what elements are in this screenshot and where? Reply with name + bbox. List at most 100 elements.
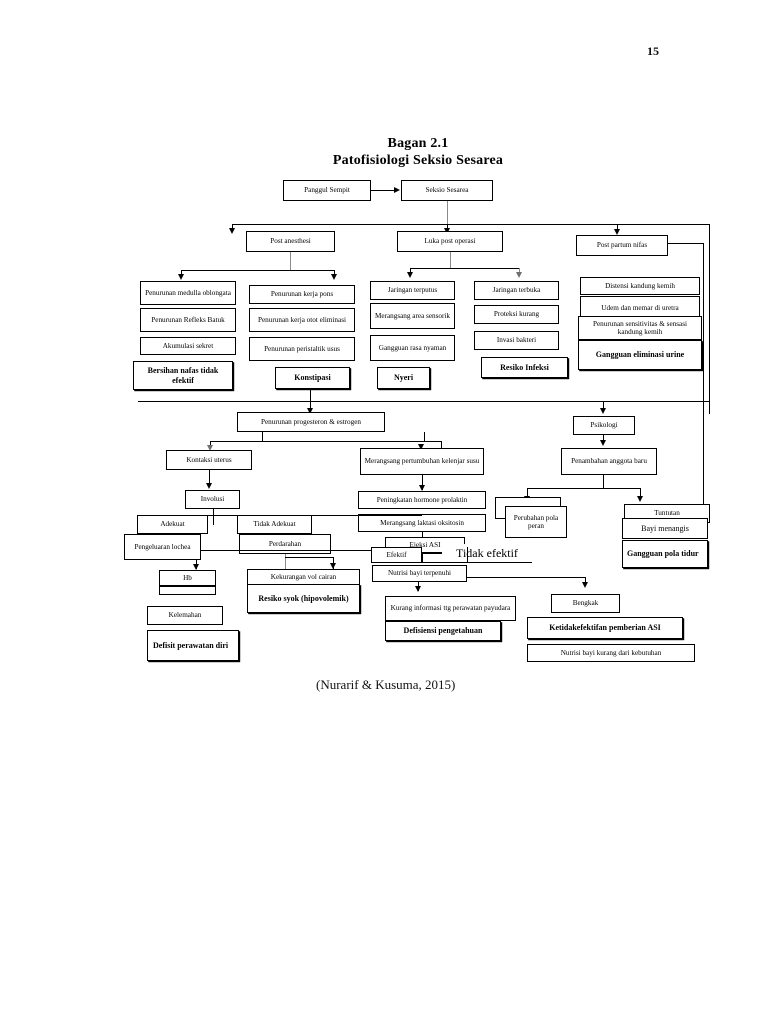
node-bersihan-nafas-tidak-efektif: Bersihan nafas tidak efektif [133,361,233,390]
edge-bus [232,224,710,225]
citation: (Nurarif & Kusuma, 2015) [316,677,456,692]
edge-line [467,547,468,563]
arrowhead-right [394,187,400,193]
edge-bus [410,268,520,269]
node-panggul-sempit: Panggul Sempit [283,180,371,201]
node-penurunan-progesteron-estrogen: Penurunan progesteron & estrogen [237,412,385,432]
node-gangguan-pola-tidur: Gangguan pola tidur [622,540,708,568]
arrowhead-down [418,444,424,450]
edge-line [310,401,311,411]
edge-line [617,224,618,233]
edge-line [201,550,381,551]
edge-bus [527,488,641,489]
node-penurunan-sensitivitas-sensasi-kandung-kemih: Penurunan sensitivitas & sensasi kandung… [578,316,702,340]
node-nutrisi-bayi-terpenuhi: Nutrisi bayi terpenuhi [372,565,467,582]
chart-title-line1: Bagan 2.1 [387,136,449,151]
arrowhead-down [307,408,313,414]
node-proteksi-kurang: Proteksi kurang [474,305,559,324]
chart-title-line2: Patofisiologi Seksio Sesarea [332,153,504,168]
node-penurunan-kerja-pons: Penurunan kerja pons [249,285,355,304]
edge-line [410,268,411,275]
node-konstipasi: Konstipasi [275,367,350,389]
node-penurunan-refleks-batuk: Penurunan Refleks Batuk [140,308,236,332]
edge-line [213,509,214,525]
node-adekuat: Adekuat [137,515,208,534]
node-hb-decrease-marker [159,586,216,595]
node-gangguan-eliminasi-urine: Gangguan eliminasi urine [578,340,702,370]
node-penurunan-kerja-otot-eliminasi: Penurunan kerja otot eliminasi [249,308,355,332]
node-luka-post-operasi: Luka post operasi [397,231,503,252]
node-hb: Hb [159,570,216,586]
arrowhead-down [516,272,522,278]
node-merangsang-laktasi-oksitosin: Merangsang laktasi oksitosin [358,514,486,532]
node-defisiensi-pengetahuan: Defisiensi pengetahuan [385,621,501,641]
node-peningkatan-hormone-prolaktin: Peningkatan hormone prolaktin [358,491,486,509]
edge-line [527,488,528,500]
node-perubahan-pola-peran: Perubahan pola peran [505,506,567,538]
edge-bus [181,270,335,271]
node-nyeri: Nyeri [377,367,430,389]
edge-line [447,201,448,225]
edge-line [209,470,210,487]
node-kurang-informasi-perawatan-payudara: Kurang informasi ttg perawatan payudara [385,596,516,621]
edge-line [467,577,586,578]
edge-bus [138,401,710,402]
node-invasi-bakteri: Invasi bakteri [474,331,559,350]
node-gangguan-rasa-nyaman: Gangguan rasa nyaman [370,335,455,361]
edge-line [603,401,604,411]
arrowhead-down [637,496,643,502]
edge-line [441,441,442,450]
node-psikologi: Psikologi [573,416,635,435]
edge-line [210,441,211,448]
node-penambahan-anggota-baru: Penambahan anggota baru [561,448,657,475]
node-perdarahan: Perdarahan [239,534,331,554]
node-defisit-perawatan-diri: Defisit perawatan diri [147,630,239,661]
edge-line [709,224,710,414]
node-penurunan-peristaltik-usus: Penurunan peristaltik usus [249,337,355,361]
node-bayi-menangis: Bayi menangis [622,518,708,539]
arrowhead-down [207,445,213,451]
arrowhead-down [193,564,199,570]
edge-line [371,190,395,191]
edge-line [334,270,335,277]
edge-line [310,390,311,402]
edge-line [519,268,520,275]
edge-line [424,432,425,441]
edge-line [668,243,704,244]
node-penurunan-medulla-oblongata: Penurunan medulla oblongata [140,281,236,305]
arrowhead-down [600,440,606,446]
edge-bus [210,441,442,442]
arrowhead-down [206,483,212,489]
node-jaringan-terbuka: Jaringan terbuka [474,281,559,300]
arrowhead-down [229,228,235,234]
node-merangsang-area-sensorik: Merangsang area sensorik [370,303,455,329]
edge-line [181,270,182,277]
node-tidak-efektif: Tidak efektif [442,544,532,562]
edge-line [640,488,641,500]
page-number: 15 [647,44,659,58]
node-akumulasi-sekret: Akumulasi sekret [140,337,236,355]
node-involusi: Involusi [185,490,240,509]
node-nutrisi-bayi-kurang-dari-kebutuhan: Nutrisi bayi kurang dari kebutuhan [527,644,695,662]
node-ketidakefektifan-pemberian-asi: Ketidakefektifan pemberian ASI [527,617,683,639]
arrowhead-down [178,274,184,280]
node-distensi-kandung-kemih: Distensi kandung kemih [580,277,700,295]
arrowhead-down [419,485,425,491]
node-seksio-sesarea: Seksio Sesarea [401,180,493,201]
edge-line [262,432,263,441]
edge-line [422,553,423,563]
edge-line [603,435,604,443]
node-pengeluaran-lochea: Pengeluaran lochea [124,534,201,560]
node-tidak-adekuat: Tidak Adekuat [237,515,312,534]
arrowhead-down [582,582,588,588]
node-efektif: Efektif [371,547,422,563]
arrowhead-down [407,272,413,278]
node-bengkak: Bengkak [551,594,620,613]
edge-line [603,475,604,489]
node-post-anesthesi: Post anesthesi [246,231,335,252]
node-merangsang-pertumbuhan-kelenjar-susu: Merangsang pertumbuhan kelenjar susu [360,448,484,475]
node-resiko-syok-hipovolemik: Resiko syok (hipovolemik) [247,584,360,613]
arrowhead-down [614,229,620,235]
node-kelemahan: Kelemahan [147,606,223,625]
